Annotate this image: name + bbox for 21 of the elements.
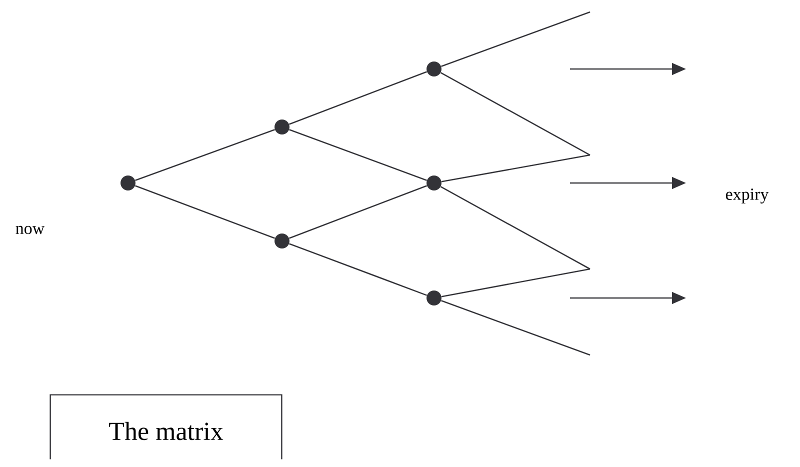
branch-line <box>288 243 428 296</box>
branch-line <box>441 300 590 356</box>
tree-node-dot <box>274 234 290 248</box>
text-box: The matrix <box>50 394 282 460</box>
branch-line <box>440 186 590 270</box>
branch-line <box>440 72 590 156</box>
branch-line <box>441 154 590 182</box>
branch-line <box>288 185 428 239</box>
tree-node-dot <box>426 62 442 76</box>
text-label: expiry <box>726 188 769 204</box>
tree-node-dot <box>120 176 136 190</box>
tree-node-dot <box>426 290 442 306</box>
branch-line <box>134 185 276 239</box>
tree-node-dot <box>274 120 290 134</box>
branch-line <box>441 11 590 67</box>
branch-line <box>441 268 590 298</box>
text-label: now <box>16 226 45 234</box>
branch-line <box>288 71 428 125</box>
branch-line <box>135 129 275 181</box>
tree-node-dot <box>426 176 442 190</box>
branch-line <box>289 129 427 181</box>
